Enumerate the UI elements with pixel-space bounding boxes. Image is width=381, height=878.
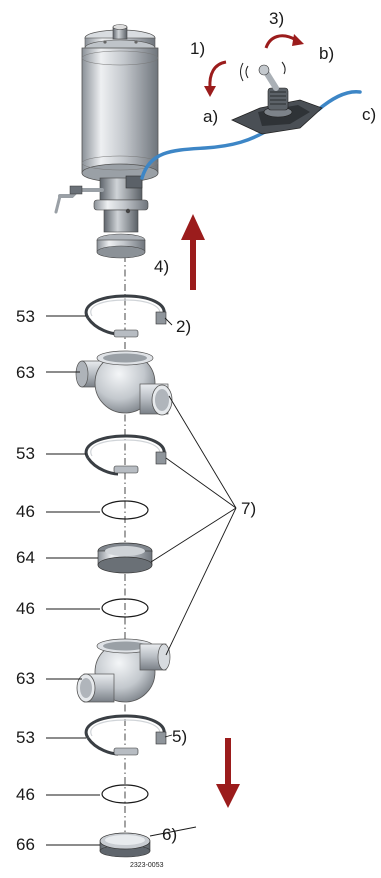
- arrow-a: [208, 60, 227, 89]
- seal-ring-c: [101, 784, 149, 804]
- direction-c-label: c): [362, 105, 377, 124]
- controller-cable-c: [316, 90, 362, 112]
- seal-ring-a: [101, 500, 149, 520]
- leader-lines: [46, 315, 237, 846]
- valve-body-top: [75, 350, 173, 416]
- part-53-bottom-label: 53: [16, 728, 35, 747]
- step-7-label: 7): [241, 499, 257, 518]
- direction-a-label: a): [203, 107, 219, 126]
- end-cap: [99, 832, 151, 858]
- clamp-top: [84, 294, 167, 338]
- step-4-label: 4): [154, 257, 170, 276]
- clamp-middle: [84, 434, 167, 476]
- part-46-b-label: 46: [16, 599, 35, 618]
- step-2-label: 2): [176, 317, 192, 336]
- lower-arrow-down: [216, 738, 240, 808]
- document-number: 2323-0053: [130, 862, 164, 869]
- signal-cable: [140, 130, 267, 180]
- direction-b-label: b): [319, 44, 335, 63]
- part-53-top-label: 53: [16, 307, 35, 326]
- part-64-label: 64: [16, 548, 35, 567]
- part-63-top-label: 63: [16, 363, 35, 382]
- step-5-label: 5): [172, 727, 188, 746]
- step-6-label: 6): [162, 825, 178, 844]
- adapter-ring: [97, 542, 153, 574]
- part-46-a-label: 46: [16, 502, 35, 521]
- step-3-label: 3): [269, 9, 285, 28]
- step-1-label: 1): [190, 39, 206, 58]
- lift-arrow-up: [181, 214, 205, 290]
- seal-ring-b: [101, 598, 149, 618]
- valve-body-bottom: [76, 638, 171, 703]
- part-63-bottom-label: 63: [16, 669, 35, 688]
- actuator: [54, 24, 159, 259]
- control-unit: [231, 61, 323, 135]
- arrow-b: [264, 34, 297, 49]
- part-66-label: 66: [16, 835, 35, 854]
- clamp-bottom: [84, 714, 167, 756]
- part-53-mid-label: 53: [16, 444, 35, 463]
- part-46-c-label: 46: [16, 785, 35, 804]
